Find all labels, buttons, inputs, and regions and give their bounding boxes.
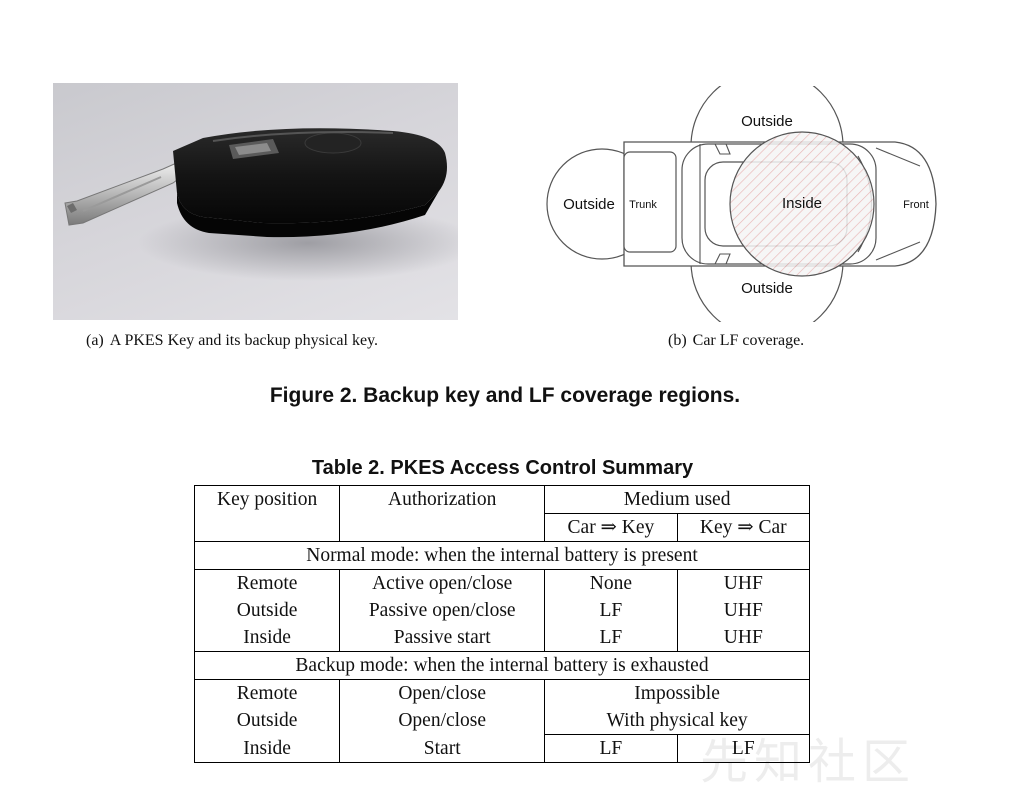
cell-key-to-car: LF xyxy=(676,734,811,763)
table-row: Outside Open/close With physical key xyxy=(193,707,810,735)
cell-position: Outside xyxy=(193,707,341,735)
section-title-backup: Backup mode: when the internal battery i… xyxy=(194,651,810,680)
cell-key-to-car: UHF xyxy=(676,569,811,597)
cell-medium: Impossible xyxy=(544,679,810,707)
header-key-to-car: Key ⇒ Car xyxy=(676,513,811,542)
subcaption-a-label: (a) xyxy=(86,332,104,349)
cell-authorization: Open/close xyxy=(339,707,546,735)
section-title-normal: Normal mode: when the internal battery i… xyxy=(194,541,810,570)
access-control-table: Key position Authorization Medium used C… xyxy=(193,485,811,763)
subcaption-a-text: A PKES Key and its backup physical key. xyxy=(109,332,379,349)
table-row: Remote Active open/close None UHF xyxy=(193,569,811,597)
cell-position: Inside xyxy=(193,734,341,763)
subcaption-a: (a) A PKES Key and its backup physical ke… xyxy=(86,332,378,350)
label-outside-top: Outside xyxy=(741,113,793,130)
cell-medium: With physical key xyxy=(544,707,810,735)
watermark: 先知社区 xyxy=(700,734,917,790)
coverage-inside xyxy=(729,131,875,277)
cell-authorization: Open/close xyxy=(339,679,546,707)
table-row: Inside Start LF LF xyxy=(193,734,811,763)
cell-car-to-key: LF xyxy=(544,624,678,652)
header-medium-used: Medium used xyxy=(544,485,810,514)
cell-position: Inside xyxy=(193,624,341,652)
label-front: Front xyxy=(903,199,929,211)
subcaption-b-text: Car LF coverage. xyxy=(692,332,805,349)
header-authorization: Authorization xyxy=(339,485,546,542)
table-row: Outside Passive open/close LF UHF xyxy=(193,597,811,624)
cell-key-to-car: UHF xyxy=(676,597,811,624)
label-outside-bottom: Outside xyxy=(741,280,793,297)
cell-position: Remote xyxy=(193,569,341,597)
subcaption-b-label: (b) xyxy=(668,332,687,349)
table-row: Remote Open/close Impossible xyxy=(193,679,810,707)
cell-position: Remote xyxy=(193,679,341,707)
figure-caption: Figure 2. Backup key and LF coverage reg… xyxy=(269,384,741,407)
cell-authorization: Passive start xyxy=(339,624,546,652)
table-row: Inside Passive start LF UHF xyxy=(193,624,811,652)
subcaption-b: (b) Car LF coverage. xyxy=(668,332,804,350)
cell-car-to-key: LF xyxy=(544,734,678,763)
label-trunk: Trunk xyxy=(629,199,657,211)
cell-authorization: Passive open/close xyxy=(339,597,546,624)
car-lf-coverage-diagram: Outside Outside Outside Trunk Inside Fro… xyxy=(546,86,937,322)
pkes-key-photo xyxy=(53,83,458,320)
table-caption: Table 2. PKES Access Control Summary xyxy=(311,457,694,479)
label-inside: Inside xyxy=(782,195,822,212)
cell-authorization: Active open/close xyxy=(339,569,546,597)
cell-car-to-key: None xyxy=(544,569,678,597)
car-trunk xyxy=(623,151,677,253)
header-key-position: Key position xyxy=(193,485,341,542)
cell-key-to-car: UHF xyxy=(676,624,811,652)
cell-car-to-key: LF xyxy=(544,597,678,624)
cell-authorization: Start xyxy=(339,734,546,763)
header-car-to-key: Car ⇒ Key xyxy=(544,513,678,542)
label-outside-left: Outside xyxy=(563,196,615,213)
cell-position: Outside xyxy=(193,597,341,624)
